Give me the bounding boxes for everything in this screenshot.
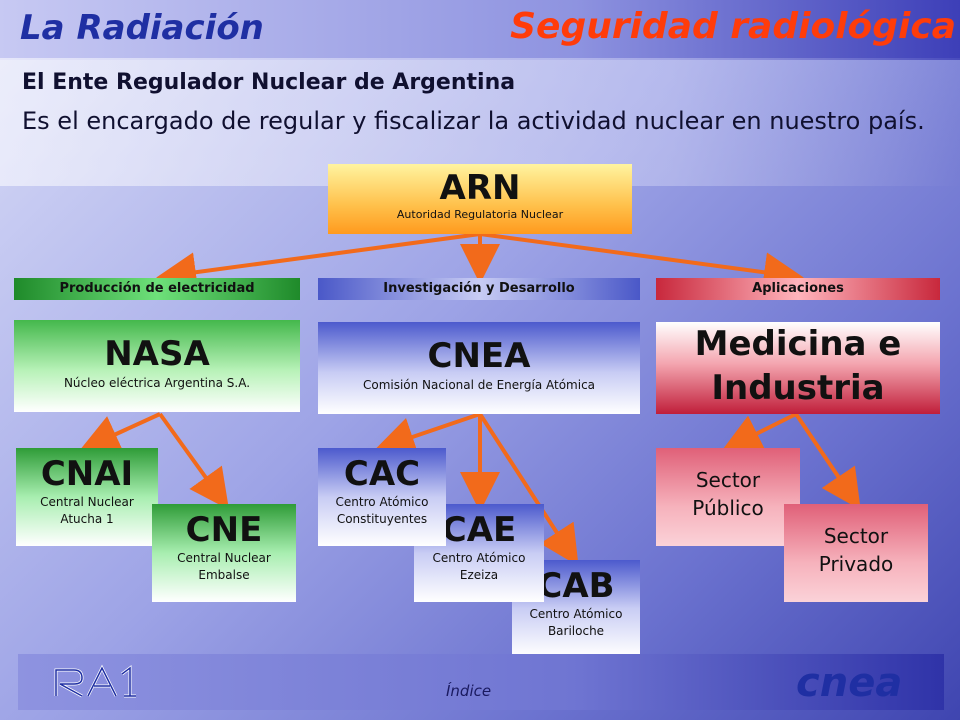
title-bar bbox=[0, 0, 960, 60]
cne-line2: Embalse bbox=[198, 568, 250, 582]
indice-link[interactable]: Índice bbox=[446, 682, 492, 700]
arrow-cnea-cac bbox=[374, 412, 481, 456]
medicina-title-line2: Industria bbox=[711, 368, 885, 408]
ra1-logo bbox=[54, 664, 136, 698]
arrow-medicina-publico bbox=[721, 412, 797, 452]
medicina-box: Medicina e Industria bbox=[656, 322, 940, 414]
cac-line1: Centro Atómico bbox=[335, 495, 429, 509]
cab-line1: Centro Atómico bbox=[529, 607, 623, 621]
nasa-subtitle: Núcleo eléctrica Argentina S.A. bbox=[63, 376, 251, 390]
arrow-nasa-cne bbox=[158, 412, 230, 510]
cae-title: CAE bbox=[441, 510, 517, 550]
sector-publico-line1: Sector bbox=[695, 468, 761, 492]
slide-section-title: Seguridad radiológica bbox=[510, 6, 956, 47]
slide-title: La Radiación bbox=[20, 8, 264, 48]
nasa-box: NASA Núcleo eléctrica Argentina S.A. bbox=[14, 320, 300, 412]
category-investigacion: Investigación y Desarrollo bbox=[318, 278, 640, 300]
cnea-logo: cnea bbox=[796, 660, 903, 706]
cnai-title: CNAI bbox=[40, 454, 134, 494]
arrow-arn-aplicaciones bbox=[479, 232, 804, 293]
cne-line1: Central Nuclear bbox=[177, 551, 271, 565]
cac-line2: Constituyentes bbox=[336, 512, 428, 526]
cne-title: CNE bbox=[185, 510, 263, 550]
cnea-box: CNEA Comisión Nacional de Energía Atómic… bbox=[318, 322, 640, 414]
arrow-medicina-privado bbox=[794, 412, 861, 510]
arrow-arn-produccion bbox=[156, 232, 481, 293]
cnai-line2: Atucha 1 bbox=[60, 512, 114, 526]
sector-privado-box: Sector Privado bbox=[784, 504, 928, 602]
cnea-title: CNEA bbox=[427, 336, 531, 376]
footer-bar bbox=[18, 654, 944, 710]
medicina-title-line1: Medicina e bbox=[694, 324, 902, 364]
arrow-nasa-cnai bbox=[79, 412, 161, 453]
cac-box: CAC Centro Atómico Constituyentes bbox=[318, 448, 446, 546]
slide-description: Es el encargado de regular y fiscalizar … bbox=[22, 107, 925, 135]
cac-title: CAC bbox=[343, 454, 421, 494]
cnai-box: CNAI Central Nuclear Atucha 1 bbox=[16, 448, 158, 546]
category-produccion: Producción de electricidad bbox=[14, 278, 300, 300]
cae-line1: Centro Atómico bbox=[432, 551, 526, 565]
sector-privado-line2: Privado bbox=[818, 552, 894, 576]
category-aplicaciones: Aplicaciones bbox=[656, 278, 940, 300]
sector-publico-line2: Público bbox=[692, 496, 764, 520]
arn-title: ARN bbox=[439, 168, 521, 208]
sector-privado-line1: Sector bbox=[823, 524, 889, 548]
sector-publico-box: Sector Público bbox=[656, 448, 800, 546]
arrow-cnea-cab bbox=[478, 412, 579, 567]
cab-title: CAB bbox=[537, 566, 615, 606]
nasa-title: NASA bbox=[104, 334, 210, 374]
arn-subtitle: Autoridad Regulatoria Nuclear bbox=[396, 208, 564, 221]
cae-line2: Ezeiza bbox=[459, 568, 499, 582]
cne-box: CNE Central Nuclear Embalse bbox=[152, 504, 296, 602]
cnea-subtitle: Comisión Nacional de Energía Atómica bbox=[362, 378, 596, 392]
slide-subtitle: El Ente Regulador Nuclear de Argentina bbox=[22, 70, 516, 95]
cab-line2: Bariloche bbox=[547, 624, 605, 638]
arn-box: ARN Autoridad Regulatoria Nuclear bbox=[328, 164, 632, 234]
cnai-line1: Central Nuclear bbox=[40, 495, 134, 509]
